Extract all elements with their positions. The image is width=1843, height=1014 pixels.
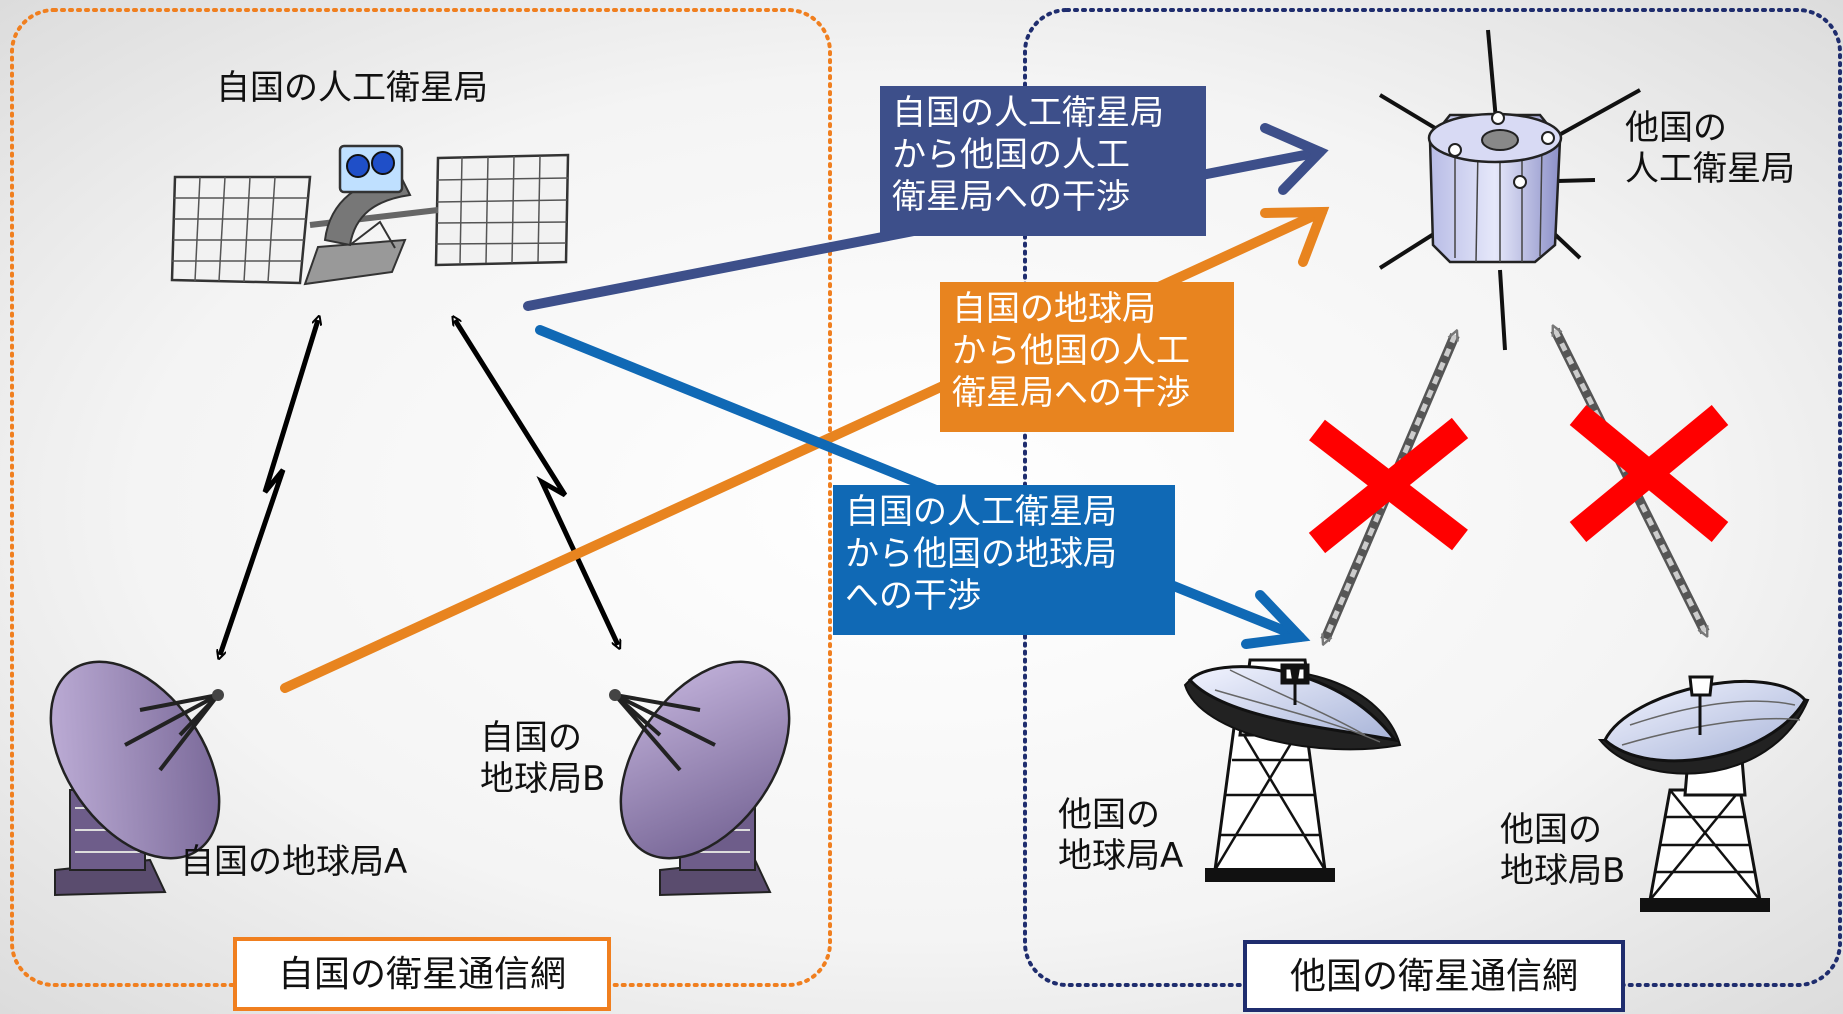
interference-box-sat-to-sat: 自国の人工衛星局 から他国の人工 衛星局への干渉 bbox=[880, 86, 1206, 236]
other-satellite-label: 他国の 人工衛星局 bbox=[1625, 108, 1795, 190]
other-earth-station-b-label: 他国の 地球局B bbox=[1500, 810, 1625, 892]
interference-box-line: から他国の人工 bbox=[892, 135, 1130, 175]
blocked-x-mark-b bbox=[1569, 404, 1729, 543]
own-earth-station-b-label-line1: 自国の bbox=[480, 718, 582, 758]
own-satellite-icon bbox=[170, 144, 570, 286]
own-link-b bbox=[455, 320, 618, 645]
other-earth-station-a-label: 他国の 地球局A bbox=[1058, 795, 1183, 877]
blocked-x-mark-a bbox=[1308, 417, 1469, 554]
own-network-title: 自国の衛星通信網 bbox=[233, 937, 611, 1011]
own-earth-station-b-label-line2: 地球局B bbox=[480, 759, 606, 799]
interference-box-line: 自国の人工衛星局 bbox=[845, 492, 1117, 532]
own-earth-station-b-icon bbox=[609, 660, 791, 897]
own-earth-station-a-label: 自国の地球局A bbox=[180, 842, 408, 882]
interference-box-line: 衛星局への干渉 bbox=[952, 373, 1190, 413]
interference-box-line: から他国の地球局 bbox=[845, 534, 1117, 574]
other-earth-station-a-label-line1: 他国の bbox=[1058, 795, 1160, 835]
interference-box-sat-to-earth: 自国の人工衛星局 から他国の地球局 への干渉 bbox=[833, 485, 1175, 635]
other-earth-station-a-icon bbox=[1183, 658, 1402, 882]
interference-box-line: への干渉 bbox=[845, 576, 981, 616]
interference-box-earth-to-sat: 自国の地球局 から他国の人工 衛星局への干渉 bbox=[940, 282, 1234, 432]
interference-box-line: から他国の人工 bbox=[952, 331, 1190, 371]
interference-box-line: 自国の人工衛星局 bbox=[892, 93, 1164, 133]
interference-box-line: 自国の地球局 bbox=[952, 289, 1156, 329]
other-network-title: 他国の衛星通信網 bbox=[1243, 940, 1625, 1012]
own-satellite-label: 自国の人工衛星局 bbox=[216, 68, 488, 108]
other-earth-station-a-label-line2: 地球局A bbox=[1058, 836, 1184, 876]
own-earth-station-a-icon bbox=[49, 660, 224, 897]
other-satellite-icon bbox=[1378, 29, 1641, 351]
own-link-a bbox=[220, 320, 318, 655]
other-earth-station-b-label-line2: 地球局B bbox=[1500, 851, 1626, 891]
other-satellite-label-line1: 他国の bbox=[1625, 108, 1727, 148]
interference-box-line: 衛星局への干渉 bbox=[892, 177, 1130, 217]
other-earth-station-b-icon bbox=[1597, 675, 1810, 912]
other-satellite-label-line2: 人工衛星局 bbox=[1625, 149, 1795, 189]
other-earth-station-b-label-line1: 他国の bbox=[1500, 810, 1602, 850]
own-earth-station-b-label: 自国の 地球局B bbox=[480, 718, 605, 800]
